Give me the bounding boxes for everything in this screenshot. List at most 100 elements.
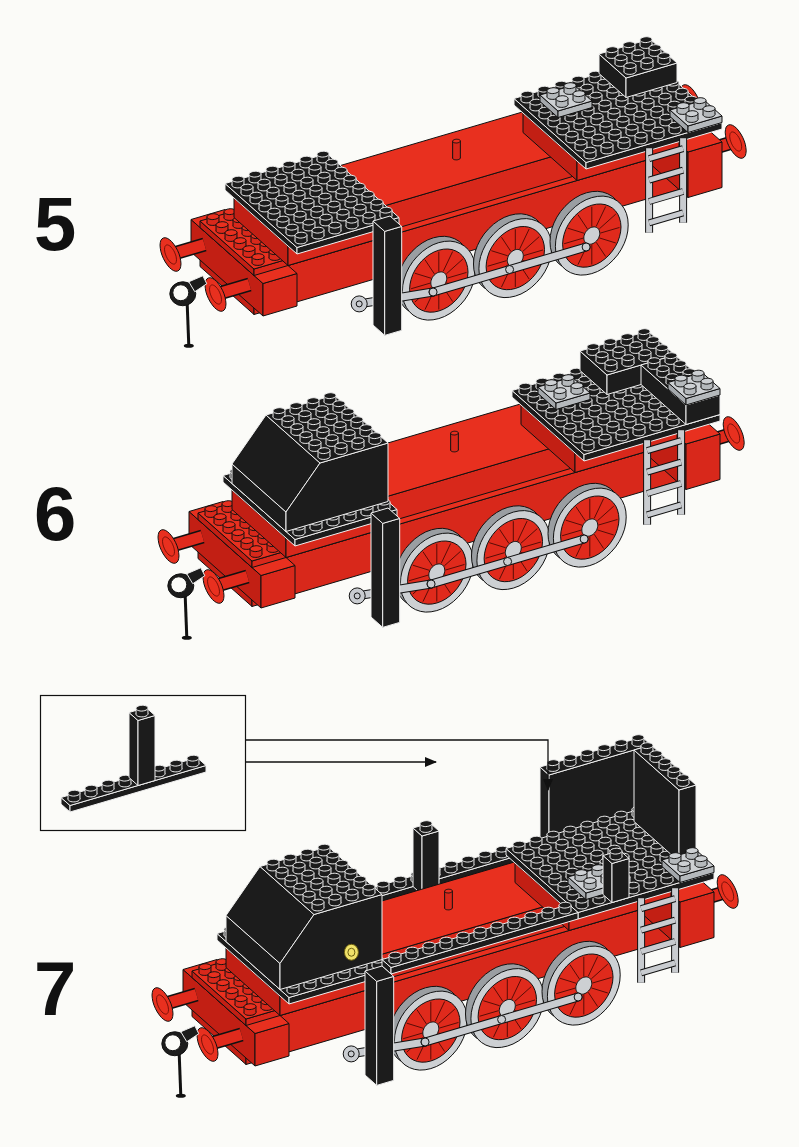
brick xyxy=(584,415,720,462)
stud xyxy=(205,506,217,512)
stud xyxy=(531,857,543,863)
stud xyxy=(601,142,613,148)
stud xyxy=(326,159,338,165)
coupling xyxy=(171,577,187,593)
stud xyxy=(615,740,627,746)
stud xyxy=(318,448,330,454)
brick xyxy=(599,39,677,78)
stud xyxy=(311,206,323,212)
stud xyxy=(326,435,338,441)
mudguard xyxy=(371,508,400,523)
stud xyxy=(451,433,459,450)
mudguard xyxy=(385,226,402,335)
stud xyxy=(582,842,594,848)
stud xyxy=(214,514,226,520)
stud xyxy=(277,216,289,222)
stud xyxy=(328,201,340,207)
brick xyxy=(200,221,254,276)
coupling-rod xyxy=(433,247,586,292)
stud xyxy=(625,840,637,846)
stud xyxy=(344,175,356,181)
wheel-spoke xyxy=(413,565,429,570)
coupling xyxy=(173,285,189,301)
buffer-head xyxy=(163,537,175,556)
stud xyxy=(599,434,611,440)
stud xyxy=(652,127,664,133)
stud xyxy=(343,430,355,436)
crank-pin xyxy=(580,535,588,543)
stud xyxy=(604,339,616,345)
stud xyxy=(574,118,586,124)
crosshead xyxy=(351,296,367,312)
stud xyxy=(677,103,689,109)
stud xyxy=(337,209,349,215)
stud xyxy=(207,214,219,220)
stud xyxy=(199,964,211,970)
stud xyxy=(333,401,345,407)
stud xyxy=(701,378,713,384)
stud xyxy=(309,164,321,170)
stud xyxy=(329,222,341,228)
stud xyxy=(276,195,288,201)
stud xyxy=(618,137,630,143)
stud xyxy=(371,199,383,205)
stud xyxy=(640,37,652,43)
crosshead xyxy=(354,593,360,599)
stud xyxy=(530,836,542,842)
stud xyxy=(591,850,603,856)
stud xyxy=(547,760,559,766)
locomotive-model xyxy=(158,329,744,640)
stud xyxy=(607,421,619,427)
stud xyxy=(605,360,617,366)
ladder-rung xyxy=(649,170,683,180)
stud xyxy=(556,96,568,102)
stud xyxy=(644,877,656,883)
stud xyxy=(624,63,636,69)
wheel-spoke xyxy=(599,214,615,229)
buffer-head xyxy=(205,278,226,312)
stud xyxy=(623,395,635,401)
stud xyxy=(581,821,593,827)
stud xyxy=(513,841,525,847)
stud xyxy=(557,123,569,129)
stud xyxy=(445,891,453,908)
wheel-spoke xyxy=(415,273,431,278)
ladder-rung xyxy=(647,484,681,494)
stud xyxy=(540,865,552,871)
stud xyxy=(656,345,668,351)
wheel-spoke xyxy=(601,227,620,233)
stud xyxy=(346,217,358,223)
ladder-rung xyxy=(647,505,681,515)
stud xyxy=(599,100,611,106)
wheel-spoke xyxy=(523,237,539,252)
coupling-rod xyxy=(431,539,584,584)
wheel-spoke xyxy=(438,252,439,272)
stud xyxy=(275,174,287,180)
stud xyxy=(445,891,453,908)
ladder-rung xyxy=(649,213,683,223)
stud xyxy=(300,156,312,162)
stud xyxy=(566,131,578,137)
stud xyxy=(643,856,655,862)
wheel-spoke xyxy=(409,575,428,581)
stud xyxy=(539,844,551,850)
stud xyxy=(622,355,634,361)
stud xyxy=(554,388,566,394)
stud xyxy=(624,416,636,422)
stud xyxy=(317,151,329,157)
buffer-head xyxy=(722,882,734,901)
buffer-head xyxy=(717,875,738,909)
stud xyxy=(632,50,644,56)
brick xyxy=(512,351,720,455)
stud xyxy=(325,414,337,420)
stud xyxy=(259,200,271,206)
buffer-head xyxy=(728,424,740,443)
mudguard xyxy=(371,513,383,627)
stud xyxy=(519,383,531,389)
stud xyxy=(607,824,619,830)
stud xyxy=(564,755,576,761)
stud xyxy=(284,182,296,188)
stud xyxy=(307,398,319,404)
stud xyxy=(555,415,567,421)
